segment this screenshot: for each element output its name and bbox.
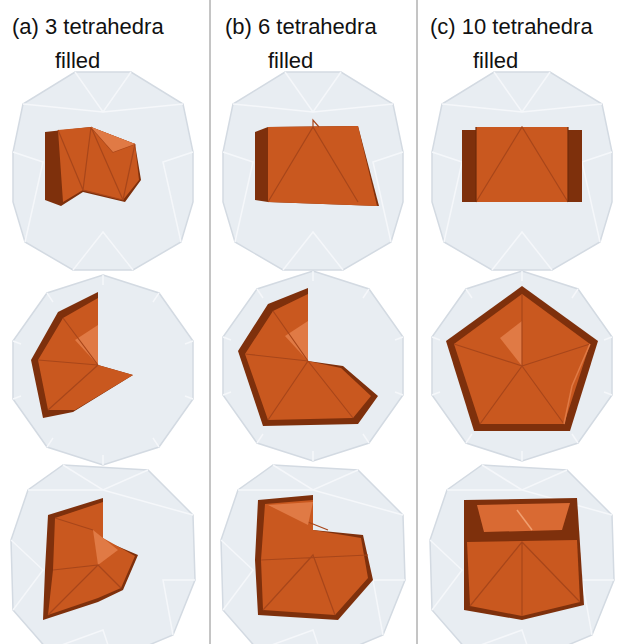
column-heading: (a) 3 tetrahedra filled	[12, 10, 205, 78]
column-heading: (c) 10 tetrahedra filled	[430, 10, 623, 78]
column-heading: (b) 6 tetrahedra filled	[225, 10, 418, 78]
